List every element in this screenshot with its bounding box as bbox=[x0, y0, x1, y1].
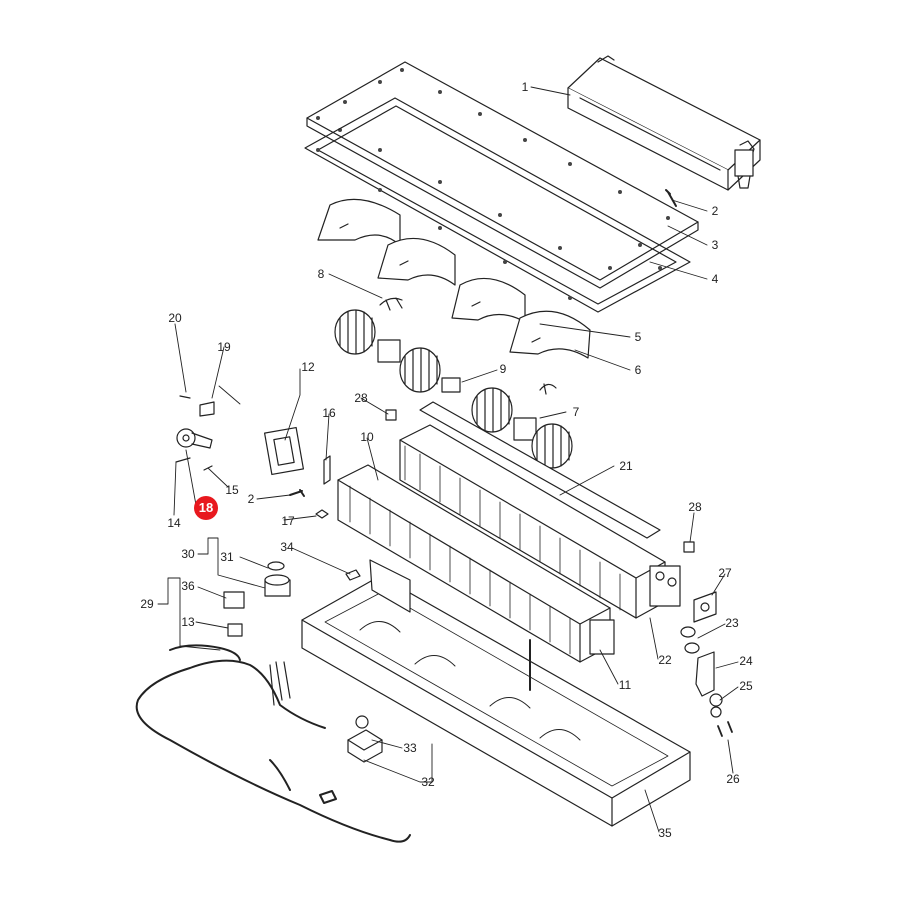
thermostat-parts bbox=[175, 395, 215, 471]
blower-wheel-assembly bbox=[334, 309, 441, 393]
callout-3: 3 bbox=[711, 238, 719, 252]
callout-35: 35 bbox=[658, 826, 672, 840]
cover-plate-part bbox=[306, 61, 699, 289]
callout-17: 17 bbox=[281, 514, 295, 528]
callout-10: 10 bbox=[360, 430, 374, 444]
callout-30: 30 bbox=[181, 547, 195, 561]
evaporator-coil-part bbox=[399, 424, 681, 619]
callout-5: 5 bbox=[634, 330, 642, 344]
callout-26: 26 bbox=[726, 772, 740, 786]
heater-coil-part bbox=[337, 464, 615, 663]
callout-21: 21 bbox=[619, 459, 633, 473]
frame-gasket-part bbox=[263, 426, 305, 476]
callout-4: 4 bbox=[711, 272, 719, 286]
wiring-harness-part bbox=[135, 644, 411, 843]
callout-32: 32 bbox=[421, 775, 435, 789]
callout-15: 15 bbox=[225, 483, 239, 497]
callout-2: 2 bbox=[711, 204, 719, 218]
gasket-part bbox=[304, 97, 691, 313]
callout-24: 24 bbox=[739, 654, 753, 668]
callout-2b: 2 bbox=[247, 492, 255, 506]
callout-16: 16 bbox=[322, 406, 336, 420]
callout-33: 33 bbox=[403, 741, 417, 755]
blower-wheel-assembly-2 bbox=[471, 383, 573, 469]
callout-31: 31 bbox=[220, 550, 234, 564]
seal-strip-part bbox=[419, 401, 661, 539]
control-box-part bbox=[567, 55, 761, 191]
callout-19: 19 bbox=[217, 340, 231, 354]
callout-25: 25 bbox=[739, 679, 753, 693]
callout-13: 13 bbox=[181, 615, 195, 629]
callout-11: 11 bbox=[618, 678, 632, 692]
blower-housings-part bbox=[317, 198, 591, 359]
clip-part bbox=[379, 297, 403, 311]
callout-9: 9 bbox=[499, 362, 507, 376]
callout-28: 28 bbox=[354, 391, 368, 405]
leader-lines bbox=[157, 86, 739, 833]
callout-1: 1 bbox=[521, 80, 529, 94]
callout-29: 29 bbox=[140, 597, 154, 611]
callout-7: 7 bbox=[572, 405, 580, 419]
connector-part bbox=[441, 377, 461, 393]
callout-34: 34 bbox=[280, 540, 294, 554]
fuse-part bbox=[227, 623, 243, 637]
callout-27: 27 bbox=[718, 566, 732, 580]
callout-28b: 28 bbox=[688, 500, 702, 514]
relay-part bbox=[223, 591, 245, 609]
callout-6: 6 bbox=[634, 363, 642, 377]
callout-12: 12 bbox=[301, 360, 315, 374]
callout-36: 36 bbox=[181, 579, 195, 593]
housing-tray-part bbox=[301, 559, 691, 827]
expansion-valve-parts bbox=[680, 591, 733, 737]
callout-23: 23 bbox=[725, 616, 739, 630]
bracket-part bbox=[323, 455, 331, 485]
callout-22: 22 bbox=[658, 653, 672, 667]
callout-8: 8 bbox=[317, 267, 325, 281]
callout-18-highlighted[interactable]: 18 bbox=[194, 496, 218, 520]
callout-20: 20 bbox=[168, 311, 182, 325]
callout-14: 14 bbox=[167, 516, 181, 530]
